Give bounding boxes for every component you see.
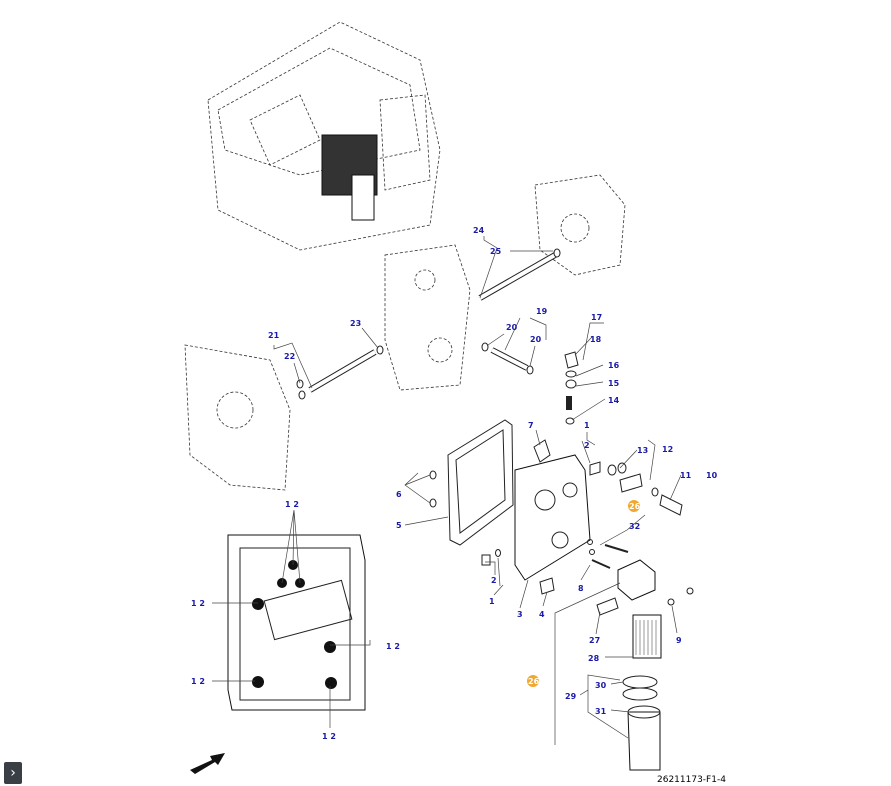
callout-8[interactable]: 8 (578, 584, 584, 593)
callout-16[interactable]: 16 (608, 361, 620, 370)
valve-stack (564, 351, 579, 425)
filter-head (617, 559, 656, 601)
callout-12[interactable]: 12 (662, 445, 673, 454)
callout-20a[interactable]: 20 (506, 323, 518, 332)
callout-2a[interactable]: 2 (584, 441, 590, 450)
leader-lines (212, 236, 682, 745)
callout-13[interactable]: 13 (637, 446, 648, 455)
highlight-badge-26a[interactable] (628, 500, 640, 512)
callout-23[interactable]: 23 (350, 319, 361, 328)
figure-id: 26211173-F1-4 (657, 775, 726, 785)
callout-labels: 24 25 21 22 23 19 20 20 17 18 16 15 14 7… (191, 226, 718, 741)
tube-19 (490, 347, 529, 371)
upper-right-cover (534, 174, 626, 276)
filter-canister-31 (627, 705, 661, 771)
callout-29[interactable]: 29 (565, 692, 577, 701)
callout-30[interactable]: 30 (595, 681, 607, 690)
callout-d1[interactable]: 1 2 (285, 500, 299, 509)
callout-d4[interactable]: 1 2 (191, 677, 205, 686)
callout-21[interactable]: 21 (268, 331, 280, 340)
callout-26b[interactable]: 26 (528, 677, 540, 686)
callout-20b[interactable]: 20 (530, 335, 542, 344)
callout-1a[interactable]: 1 (584, 421, 590, 430)
callout-6[interactable]: 6 (396, 490, 402, 499)
callout-10[interactable]: 10 (706, 471, 718, 480)
callout-d5[interactable]: 1 2 (322, 732, 336, 741)
callout-7[interactable]: 7 (528, 421, 534, 430)
tube-21 (308, 349, 377, 393)
filter-element-28 (632, 614, 662, 659)
callout-14[interactable]: 14 (608, 396, 620, 405)
callout-18[interactable]: 18 (590, 335, 602, 344)
callout-5[interactable]: 5 (396, 521, 402, 530)
callout-25[interactable]: 25 (490, 247, 502, 256)
left-housing (184, 344, 291, 491)
callout-4[interactable]: 4 (539, 610, 545, 619)
middle-housing (384, 244, 471, 391)
callout-27[interactable]: 27 (589, 636, 600, 645)
callout-11[interactable]: 11 (680, 471, 692, 480)
chevron-right-icon: › (10, 765, 16, 781)
callout-31[interactable]: 31 (595, 707, 607, 716)
callout-9[interactable]: 9 (676, 636, 682, 645)
arrow-icon (190, 753, 225, 774)
gasket-5 (447, 419, 514, 546)
transmission-housing (207, 21, 441, 251)
valve-body-3 (514, 454, 591, 581)
callout-26a[interactable]: 26 (629, 502, 641, 511)
callout-24[interactable]: 24 (473, 226, 485, 235)
callout-28[interactable]: 28 (588, 654, 600, 663)
tube-24 (478, 252, 557, 301)
callout-d2[interactable]: 1 2 (191, 599, 205, 608)
highlight-badge-26b[interactable] (527, 675, 539, 687)
valve-body-plan-view (227, 534, 366, 711)
callout-2b[interactable]: 2 (491, 576, 497, 585)
callout-3[interactable]: 3 (517, 610, 523, 619)
callout-15[interactable]: 15 (608, 379, 620, 388)
callout-32[interactable]: 32 (629, 522, 640, 531)
callout-d3[interactable]: 1 2 (386, 642, 400, 651)
solenoid-13 (607, 462, 643, 493)
callout-19[interactable]: 19 (536, 307, 548, 316)
callout-22[interactable]: 22 (284, 352, 295, 361)
callout-17[interactable]: 17 (591, 313, 602, 322)
callout-1b[interactable]: 1 (489, 597, 495, 606)
expand-panel-button[interactable]: › (4, 762, 22, 784)
